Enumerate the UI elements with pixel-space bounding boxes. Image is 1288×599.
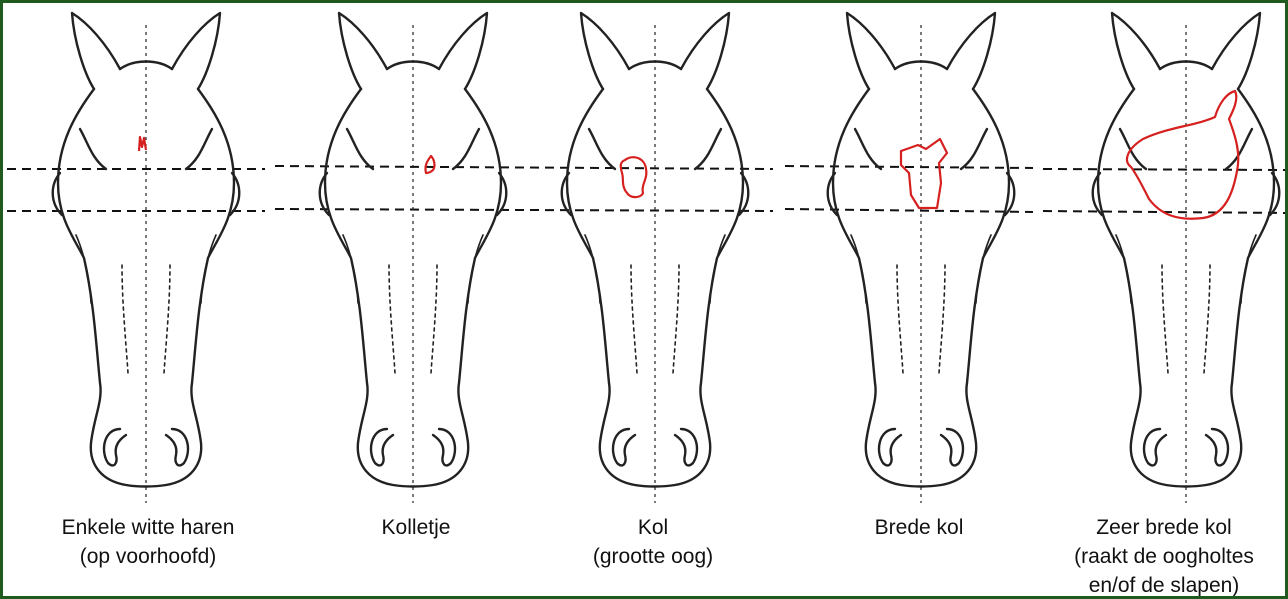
left-nasal-ridge [389, 265, 395, 373]
left-nasal-ridge [897, 265, 903, 373]
left-ear [581, 13, 629, 89]
white-marking-5 [1127, 91, 1238, 219]
left-brow [855, 129, 881, 169]
left-nostril [104, 429, 126, 465]
left-brow [589, 129, 615, 169]
right-brow [186, 129, 212, 169]
caption-panel-3: Kol (grootte oog) [538, 513, 768, 571]
white-marking-4 [901, 139, 947, 208]
caption-line: Kol [538, 513, 768, 542]
right-ear [681, 13, 729, 89]
right-nostril [675, 429, 697, 465]
caption-panel-1: Enkele witte haren (op voorhoofd) [33, 513, 263, 571]
right-nasal-ridge [939, 265, 945, 373]
horse-head-4 [828, 13, 1015, 503]
right-ear [947, 13, 995, 89]
left-nostril [1144, 429, 1166, 465]
right-ear [1212, 13, 1260, 89]
left-ear [72, 13, 120, 89]
right-nasal-ridge [1204, 265, 1210, 373]
left-nasal-ridge [122, 265, 128, 373]
eye-guide-top-4 [1043, 169, 1285, 170]
left-ear [1112, 13, 1160, 89]
left-brow [80, 129, 106, 169]
left-nostril [613, 429, 635, 465]
caption-panel-4: Brede kol [804, 513, 1034, 542]
caption-line: Zeer brede kol [1049, 513, 1279, 542]
horse-head-3 [562, 13, 749, 503]
right-brow [961, 129, 987, 169]
right-nasal-ridge [164, 265, 170, 373]
left-nasal-ridge [1162, 265, 1168, 373]
left-nasal-ridge [631, 265, 637, 373]
horse-head-5 [1093, 13, 1280, 503]
right-nasal-ridge [673, 265, 679, 373]
white-marking-1 [139, 137, 146, 151]
white-marking-2 [425, 156, 434, 173]
caption-line: Brede kol [804, 513, 1034, 542]
right-nostril [166, 429, 188, 465]
caption-line: (grootte oog) [538, 542, 768, 571]
caption-line: (op voorhoofd) [33, 542, 263, 571]
right-nostril [941, 429, 963, 465]
horse-head-2 [320, 13, 507, 503]
right-nostril [433, 429, 455, 465]
left-ear [847, 13, 895, 89]
horse-heads-illustration [3, 3, 1285, 596]
eye-guide-bottom-3 [785, 209, 1033, 212]
caption-line: Enkele witte haren [33, 513, 263, 542]
caption-line: Kolletje [301, 513, 531, 542]
right-nostril [1206, 429, 1228, 465]
caption-line: en/of de slapen) [1049, 571, 1279, 599]
caption-panel-5: Zeer brede kol (raakt de oogholtes en/of… [1049, 513, 1279, 599]
white-marking-3 [621, 157, 647, 197]
right-brow [453, 129, 479, 169]
left-brow [347, 129, 373, 169]
left-nostril [879, 429, 901, 465]
left-brow [1120, 129, 1146, 169]
right-nasal-ridge [431, 265, 437, 373]
caption-panel-2: Kolletje [301, 513, 531, 542]
caption-line: (raakt de oogholtes [1049, 542, 1279, 571]
eye-guide-top-3 [785, 166, 1033, 168]
left-ear [339, 13, 387, 89]
horse-head-1 [53, 13, 240, 503]
eye-guide-bottom-2 [275, 209, 773, 211]
right-ear [172, 13, 220, 89]
right-ear [439, 13, 487, 89]
right-brow [695, 129, 721, 169]
left-nostril [371, 429, 393, 465]
